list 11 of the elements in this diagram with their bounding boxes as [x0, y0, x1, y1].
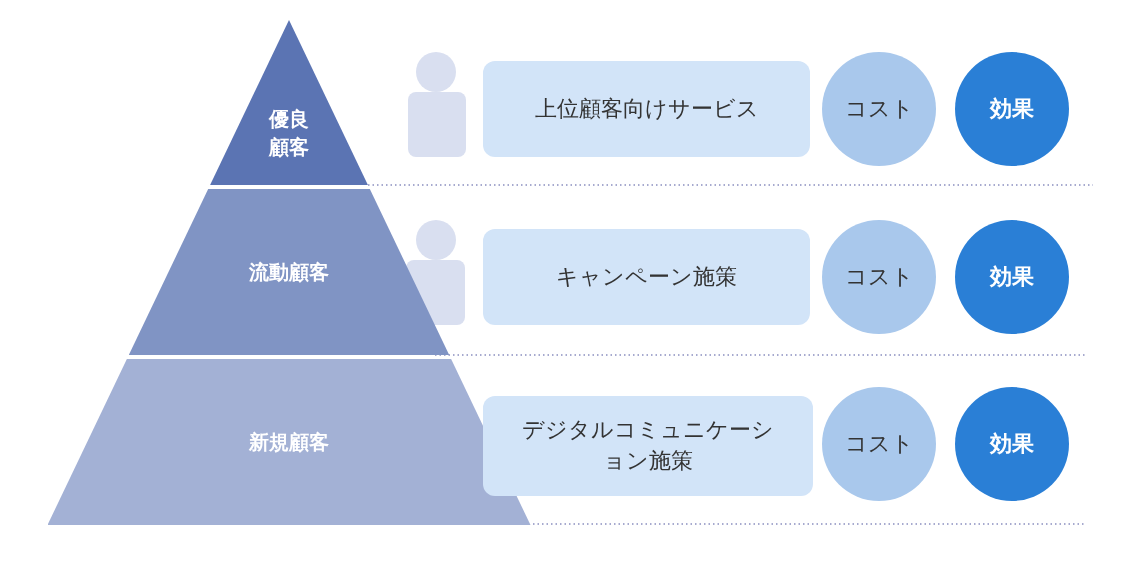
measure-box: デジタルコミュニケーション施策 — [483, 396, 813, 496]
cost-circle: コスト — [822, 52, 936, 166]
measure-box: 上位顧客向けサービス — [483, 61, 810, 157]
effect-circle: 効果 — [955, 220, 1069, 334]
pyramid-tier: 流動顧客 — [128, 189, 450, 355]
pyramid-tier: 優良顧客 — [210, 20, 368, 185]
effect-circle: 効果 — [955, 387, 1069, 501]
measure-box: キャンペーン施策 — [483, 229, 810, 325]
cost-circle: コスト — [822, 220, 936, 334]
effect-circle: 効果 — [955, 52, 1069, 166]
cost-circle: コスト — [822, 387, 936, 501]
